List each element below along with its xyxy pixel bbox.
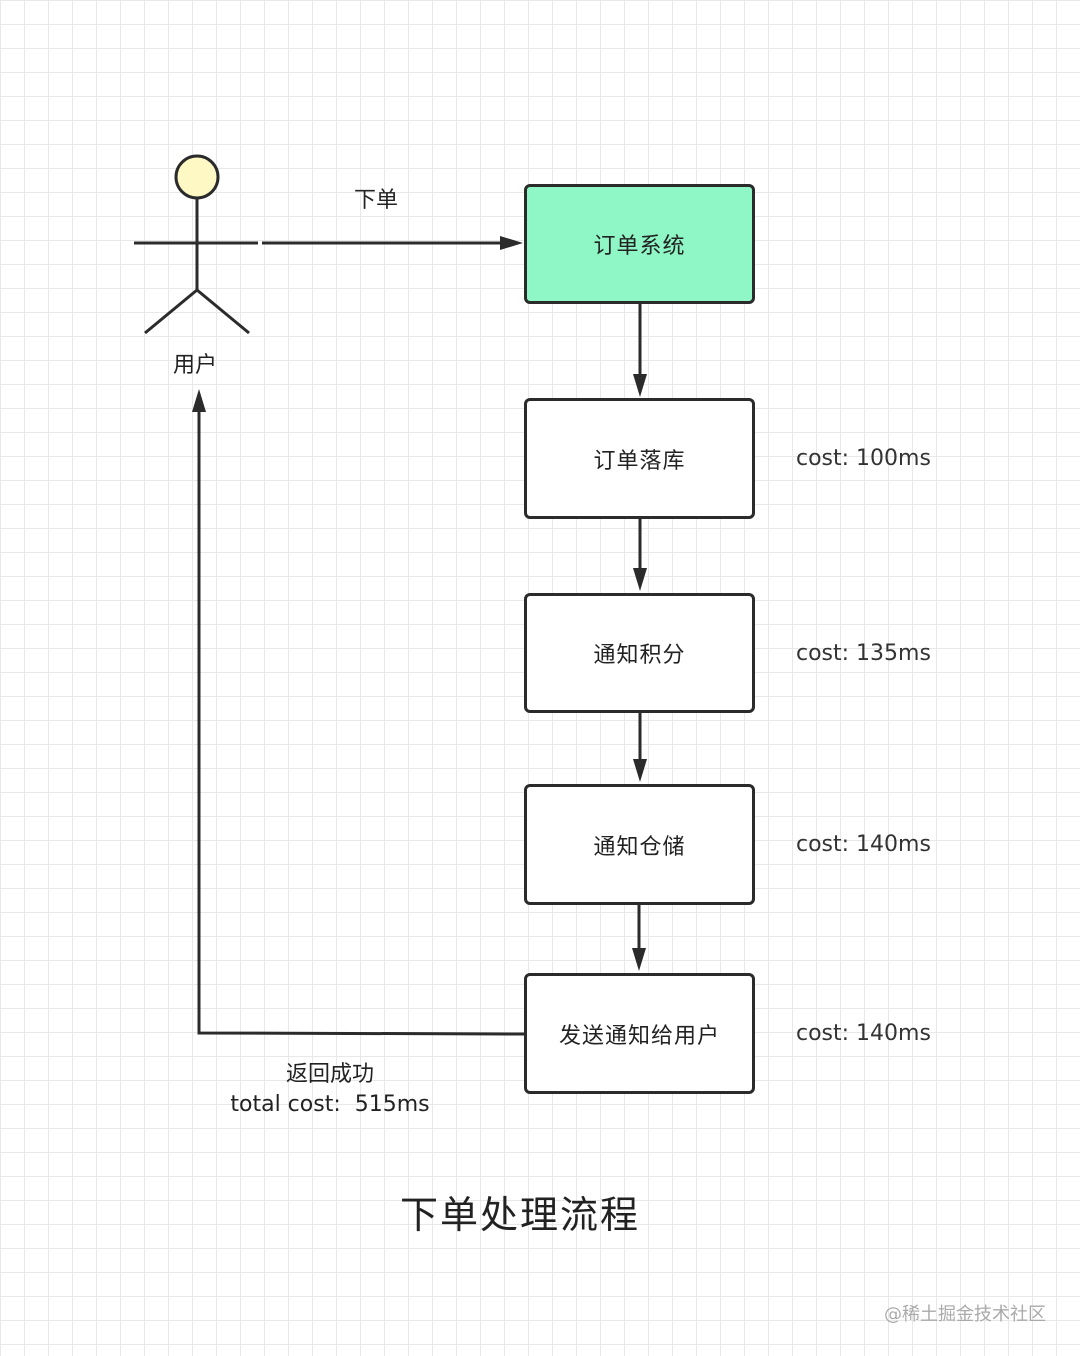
actor-label: 用户 [173,353,218,378]
flow-arrow-1 [633,304,647,397]
flow-arrow-2 [633,519,647,591]
cost-label-notify-user: cost: 140ms [796,1021,931,1046]
notify-points-box: 通知积分 [524,593,755,713]
return-success-text: 返回成功 [285,1062,374,1087]
cost-label-points: cost: 135ms [796,641,931,666]
flow-arrow-3 [633,713,647,782]
notify-user-box: 发送通知给用户 [524,973,755,1094]
watermark: @稀土掘金技术社区 [884,1304,1046,1325]
return-edge-label: 返回成功 total cost: 515ms [200,1060,460,1120]
user-actor-icon [134,154,258,335]
cost-label-persist: cost: 100ms [796,446,931,471]
order-arrow [262,236,523,250]
order-edge-label: 下单 [354,188,399,213]
flow-arrow-4 [632,904,646,971]
order-persist-box: 订单落库 [524,398,755,519]
cost-label-warehouse: cost: 140ms [796,832,931,857]
order-system-box: 订单系统 [524,184,755,304]
return-arrow [192,389,525,1036]
notify-warehouse-box: 通知仓储 [524,784,755,905]
diagram-title: 下单处理流程 [399,1193,640,1237]
total-cost-text: total cost: 515ms [230,1092,430,1117]
